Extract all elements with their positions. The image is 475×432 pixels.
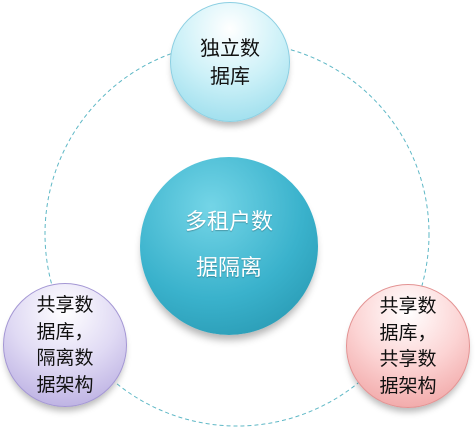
node-label-line: 据库 bbox=[210, 64, 250, 88]
center-label-line: 多租户数 bbox=[184, 210, 273, 235]
node-label-line: 独立数 bbox=[200, 36, 260, 60]
node-label-line: 共享数 bbox=[36, 294, 94, 316]
node-center-multitenant-isolation: 多租户数 据隔离 bbox=[140, 157, 318, 335]
node-label-line: 共享数 bbox=[379, 295, 437, 317]
node-label-line: 据库， bbox=[36, 320, 94, 343]
node-shared-db-isolated-schema: 共享数 据库， 隔离数 据架构 bbox=[3, 283, 127, 407]
node-shared-db-shared-schema: 共享数 据库， 共享数 据架构 bbox=[346, 284, 470, 408]
node-label-line: 据架构 bbox=[379, 374, 437, 397]
node-independent-database: 独立数 据库 bbox=[170, 2, 290, 122]
node-label-line: 据架构 bbox=[36, 373, 94, 396]
center-label-line: 据隔离 bbox=[195, 256, 262, 281]
node-label-line: 据库， bbox=[379, 321, 437, 344]
node-label-line: 共享数 bbox=[379, 348, 437, 370]
node-label-line: 隔离数 bbox=[36, 347, 94, 369]
